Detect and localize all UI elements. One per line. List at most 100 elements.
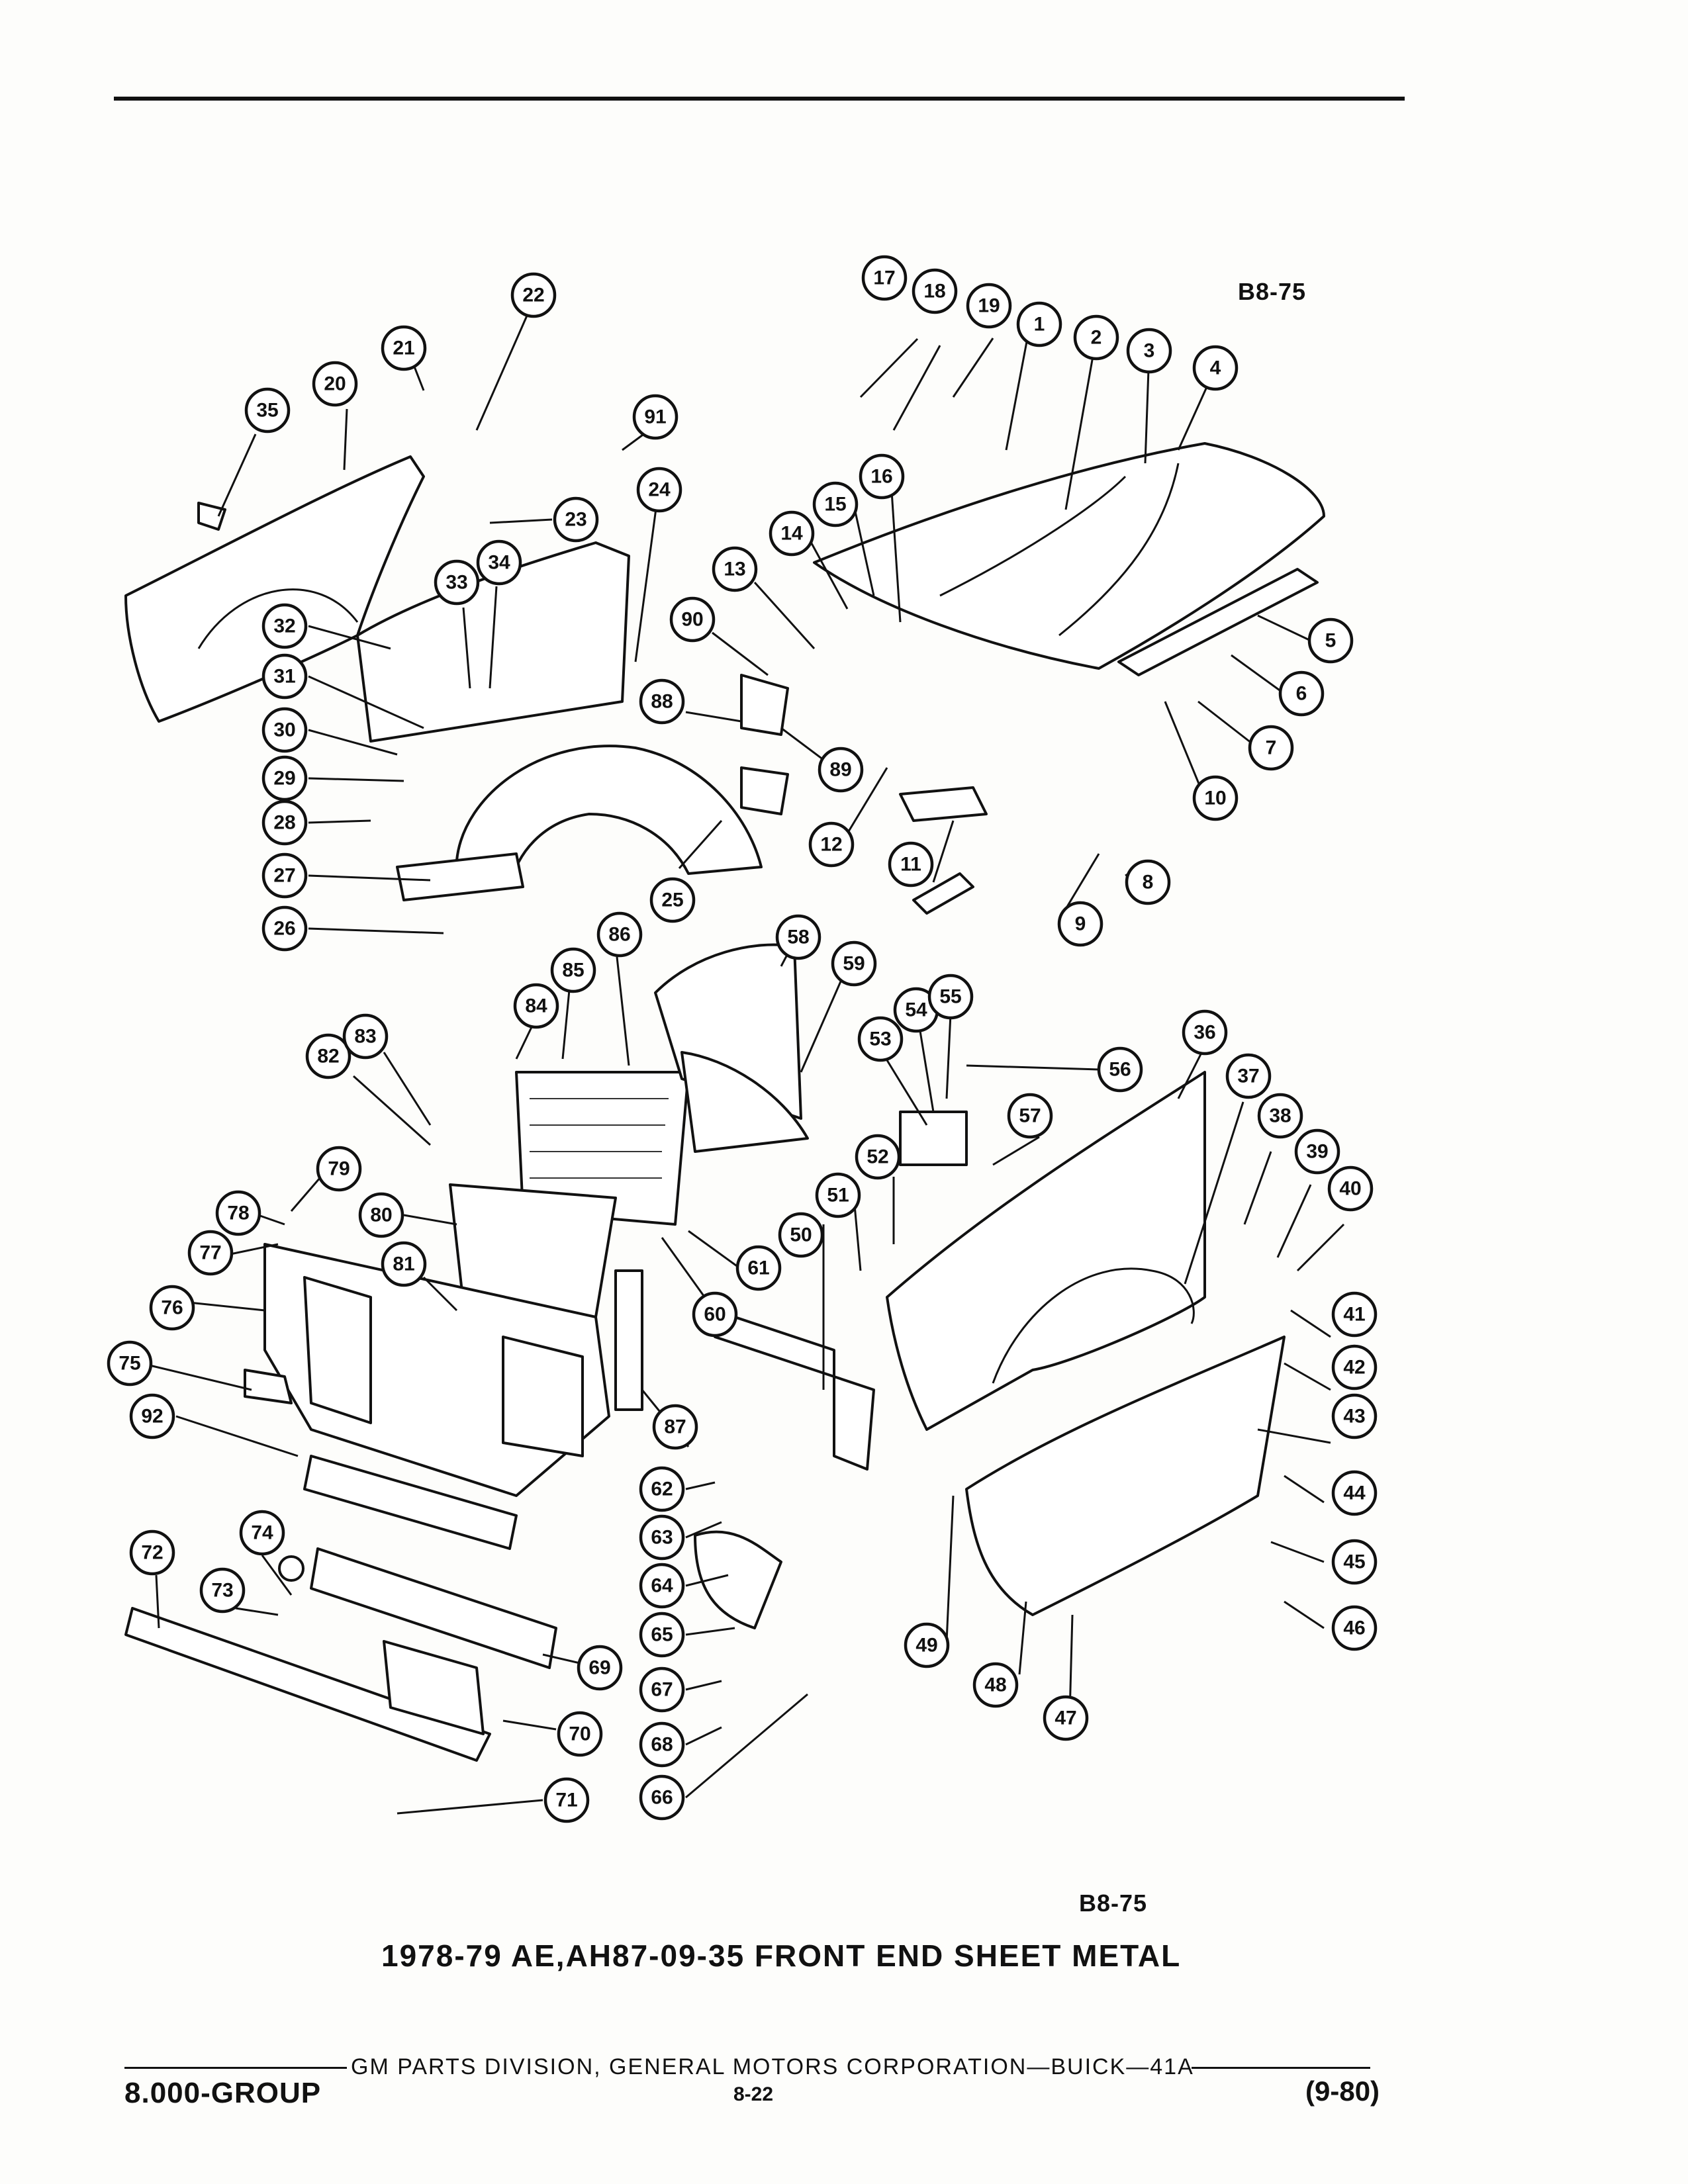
svg-text:30: 30 (273, 719, 295, 741)
callout-48: 48 (972, 1662, 1019, 1708)
svg-text:26: 26 (273, 918, 295, 940)
svg-text:44: 44 (1343, 1482, 1366, 1504)
callout-40: 40 (1327, 1165, 1374, 1212)
svg-text:45: 45 (1343, 1551, 1365, 1573)
svg-text:69: 69 (588, 1657, 610, 1679)
callout-27: 27 (261, 852, 308, 899)
callout-63: 63 (639, 1514, 685, 1561)
svg-text:16: 16 (870, 466, 892, 488)
svg-text:86: 86 (608, 924, 630, 946)
callout-23: 23 (553, 496, 599, 543)
callout-35: 35 (244, 387, 291, 433)
svg-text:43: 43 (1343, 1406, 1365, 1428)
callout-61: 61 (735, 1245, 782, 1291)
svg-text:65: 65 (651, 1624, 673, 1646)
callout-22: 22 (510, 272, 557, 318)
svg-text:63: 63 (651, 1527, 673, 1549)
callout-58: 58 (775, 914, 821, 960)
callout-33: 33 (434, 559, 480, 606)
svg-text:62: 62 (651, 1479, 673, 1500)
callout-6: 6 (1278, 670, 1325, 717)
svg-text:9: 9 (1075, 913, 1086, 935)
callout-13: 13 (712, 546, 758, 592)
callout-83: 83 (342, 1013, 389, 1060)
callout-53: 53 (857, 1016, 904, 1062)
svg-text:15: 15 (824, 494, 846, 516)
callout-19: 19 (966, 283, 1012, 329)
svg-text:46: 46 (1343, 1617, 1365, 1639)
svg-text:81: 81 (393, 1253, 414, 1275)
callout-4: 4 (1192, 345, 1239, 391)
callout-17: 17 (861, 255, 908, 301)
svg-text:24: 24 (648, 479, 671, 501)
callout-70: 70 (557, 1711, 603, 1757)
callout-59: 59 (831, 940, 877, 987)
callout-50: 50 (778, 1212, 824, 1258)
callout-73: 73 (199, 1567, 246, 1614)
svg-text:21: 21 (393, 338, 414, 359)
callout-82: 82 (305, 1033, 352, 1079)
callout-66: 66 (639, 1774, 685, 1821)
svg-text:18: 18 (923, 281, 945, 302)
svg-text:36: 36 (1194, 1022, 1215, 1044)
callout-8: 8 (1125, 859, 1171, 905)
callout-28: 28 (261, 799, 308, 846)
footer-group: 8.000-GROUP (124, 2077, 322, 2109)
svg-text:27: 27 (273, 865, 295, 887)
callout-92: 92 (129, 1393, 175, 1439)
svg-text:25: 25 (661, 889, 683, 911)
svg-text:74: 74 (251, 1522, 273, 1544)
svg-text:72: 72 (141, 1542, 163, 1564)
svg-text:57: 57 (1019, 1105, 1041, 1127)
page-title: 1978-79 AE,AH87-09-35 FRONT END SHEET ME… (381, 1938, 1182, 1973)
svg-text:60: 60 (704, 1304, 726, 1326)
callout-15: 15 (812, 481, 859, 527)
svg-text:6: 6 (1296, 683, 1307, 705)
svg-text:33: 33 (445, 572, 467, 594)
svg-text:17: 17 (873, 267, 895, 289)
callout-21: 21 (381, 325, 427, 371)
svg-text:85: 85 (562, 960, 584, 981)
callout-1: 1 (1016, 301, 1062, 347)
callout-75: 75 (107, 1340, 153, 1387)
callout-49: 49 (904, 1622, 950, 1668)
svg-text:61: 61 (747, 1257, 769, 1279)
callout-39: 39 (1294, 1128, 1340, 1175)
left-fender-part (124, 455, 425, 723)
callout-9: 9 (1057, 901, 1103, 947)
callout-47: 47 (1043, 1695, 1089, 1741)
callout-57: 57 (1007, 1093, 1053, 1139)
hood-part (813, 442, 1325, 676)
callout-90: 90 (669, 596, 716, 643)
svg-text:90: 90 (681, 609, 703, 631)
callout-91: 91 (632, 394, 679, 440)
svg-text:71: 71 (555, 1790, 577, 1811)
fan-shroud-part (654, 943, 809, 1153)
callout-78: 78 (215, 1190, 261, 1236)
callout-44: 44 (1331, 1470, 1378, 1516)
svg-text:13: 13 (724, 559, 745, 580)
svg-text:37: 37 (1237, 1066, 1259, 1087)
svg-text:10: 10 (1204, 788, 1226, 809)
svg-text:47: 47 (1055, 1707, 1076, 1729)
callout-16: 16 (859, 453, 905, 500)
svg-text:38: 38 (1269, 1105, 1291, 1127)
svg-text:83: 83 (354, 1026, 376, 1048)
svg-text:53: 53 (869, 1028, 891, 1050)
hardware-parts (197, 502, 988, 1629)
callout-31: 31 (261, 653, 308, 700)
callout-51: 51 (815, 1172, 861, 1218)
svg-text:11: 11 (900, 854, 921, 876)
svg-text:56: 56 (1109, 1059, 1131, 1081)
callout-77: 77 (187, 1230, 234, 1276)
svg-text:84: 84 (525, 995, 547, 1017)
svg-text:22: 22 (522, 285, 544, 306)
callout-14: 14 (769, 510, 815, 557)
svg-text:3: 3 (1144, 340, 1155, 362)
svg-text:76: 76 (161, 1297, 183, 1319)
svg-text:73: 73 (211, 1580, 233, 1602)
svg-text:54: 54 (905, 999, 927, 1021)
callout-2: 2 (1073, 314, 1119, 361)
svg-text:67: 67 (651, 1679, 673, 1701)
svg-text:1: 1 (1034, 314, 1045, 336)
